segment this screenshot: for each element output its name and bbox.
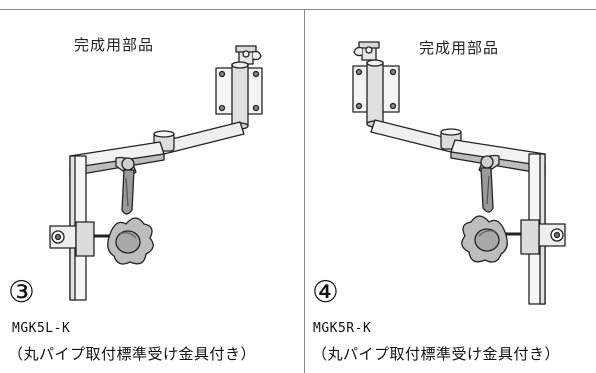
pipe-clamp xyxy=(49,221,110,257)
upper-arm xyxy=(153,121,245,155)
top-rule xyxy=(0,9,596,10)
star-knob xyxy=(461,215,508,263)
tension-lever xyxy=(480,155,494,213)
mounting-plate xyxy=(215,61,263,130)
star-knob xyxy=(107,217,154,265)
model-caption: （丸パイプ取付標準受け金具付き） xyxy=(312,345,561,363)
panel-mgk5l: 完成用部品 xyxy=(0,10,304,373)
pipe-clamp xyxy=(505,219,566,255)
mgk5r-arm-illustration xyxy=(352,41,566,305)
mounting-plate xyxy=(352,59,400,128)
panel-divider xyxy=(304,9,305,373)
item-number: ③ xyxy=(8,275,35,310)
panel-heading: 完成用部品 xyxy=(74,36,155,54)
top-swivel-clamp xyxy=(353,41,380,61)
item-number: ④ xyxy=(312,275,339,310)
panel-heading: 完成用部品 xyxy=(419,39,500,57)
model-code: MGK5R-K xyxy=(313,321,372,336)
model-caption: （丸パイプ取付標準受け金具付き） xyxy=(8,345,257,363)
mgk5l-arm-illustration xyxy=(49,45,263,301)
top-swivel-clamp xyxy=(235,45,262,65)
upper-arm xyxy=(370,119,462,153)
tension-lever xyxy=(121,157,135,215)
model-code: MGK5L-K xyxy=(12,321,71,336)
panel-mgk5r: 完成用部品 xyxy=(305,10,596,373)
